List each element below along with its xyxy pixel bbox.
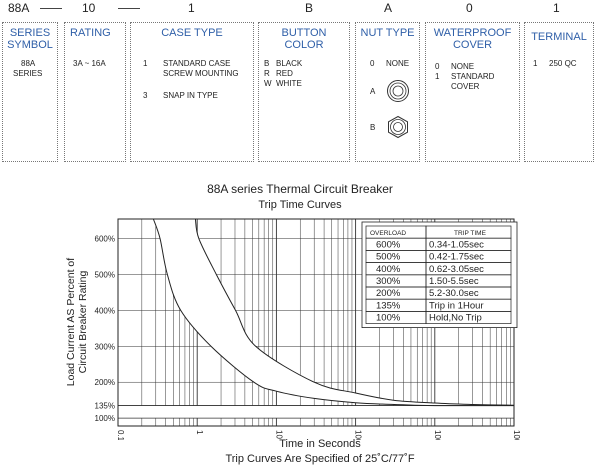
button-color-box: BUTTON COLOR B BLACK R RED W WHITE xyxy=(258,22,350,162)
table-overload-value: 200% xyxy=(376,288,401,299)
waterproof-label: NONE xyxy=(451,62,475,71)
x-tick-label: 0.1 xyxy=(116,430,125,440)
waterproof-label: STANDARD COVER xyxy=(451,72,495,91)
case-code: 1 xyxy=(143,59,148,68)
chart-title: 88A series Thermal Circuit Breaker xyxy=(207,182,393,196)
rating-value: 3A ~ 16A xyxy=(73,59,106,68)
code-rating: 10 xyxy=(82,1,96,15)
code-button: B xyxy=(305,1,314,15)
separator-dash xyxy=(118,8,140,9)
y-axis-label: Circuit Breaker Rating xyxy=(77,270,89,373)
curve-max xyxy=(194,218,515,406)
table-overload-value: 500% xyxy=(376,252,401,263)
table-cell xyxy=(425,311,512,324)
button-code: R xyxy=(264,69,270,78)
table-header: TRIP TIME xyxy=(454,230,487,237)
temperature-note: Trip Curves Are Specified of 25˚C/77˚F xyxy=(225,453,415,465)
x-tick-label: 1 xyxy=(195,430,204,435)
terminal-title: TERMINAL xyxy=(531,31,587,43)
button-label: WHITE xyxy=(276,79,302,88)
waterproof-cover-box: WATERPROOF COVER 0 NONE 1 STANDARD COVER xyxy=(425,22,520,162)
code-terminal: 1 xyxy=(553,1,560,15)
table-overload-value: 400% xyxy=(376,264,401,275)
button-code: B xyxy=(264,59,270,68)
code-series: 88A xyxy=(8,1,30,15)
code-waterproof: 0 xyxy=(466,1,473,15)
table-overload-value: 135% xyxy=(376,300,401,311)
y-tick-label: 600% xyxy=(95,235,115,244)
hex-nut-icon xyxy=(388,115,408,139)
trip-time-band xyxy=(153,219,514,406)
rating-title: RATING xyxy=(70,27,111,39)
nut-code: B xyxy=(370,123,376,132)
x-tick-label: 100 xyxy=(354,430,363,440)
terminal-label: 250 QC xyxy=(549,59,577,68)
table-trip-time-value: 5.2-30.0sec xyxy=(429,288,479,299)
rating-box: RATING 3A ~ 16A xyxy=(64,22,126,162)
terminal-code: 1 xyxy=(533,59,538,68)
table-overload-value: 100% xyxy=(376,313,401,324)
nut-type-title: NUT TYPE xyxy=(360,27,415,39)
nut-label: NONE xyxy=(386,59,410,68)
case-box: CASE TYPE 1 STANDARD CASE SCREW MOUNTING… xyxy=(130,22,254,162)
waterproof-code: 0 xyxy=(435,62,440,71)
y-tick-label: 500% xyxy=(95,271,115,280)
table-trip-time-value: 0.42-1.75sec xyxy=(429,252,484,263)
nut-code: 0 xyxy=(370,59,375,68)
button-code: W xyxy=(264,79,272,88)
code-case: 1 xyxy=(188,1,195,15)
y-tick-label: 100% xyxy=(95,414,115,423)
x-tick-label: 10 xyxy=(274,430,283,439)
separator-dash xyxy=(40,8,62,9)
button-color-title: BUTTON COLOR xyxy=(281,27,327,51)
series-box: SERIES SYMBOL 88A SERIES xyxy=(2,22,58,162)
y-tick-label: 300% xyxy=(95,342,115,351)
waterproof-code: 1 xyxy=(435,72,440,81)
table-trip-time-value: Hold,No Trip xyxy=(429,313,482,324)
x-tick-label: 1000 xyxy=(433,430,442,440)
y-tick-label: 400% xyxy=(95,306,115,315)
series-line: SERIES xyxy=(13,69,43,78)
series-title: SERIES SYMBOL xyxy=(7,27,53,51)
nut-type-box: NUT TYPE 0 NONE A B xyxy=(355,22,420,162)
series-line: 88A xyxy=(21,59,36,68)
y-axis-label: Load Current AS Percent of xyxy=(65,258,77,386)
hold-band xyxy=(118,405,514,419)
table-trip-time-value: Trip in 1Hour xyxy=(429,300,484,311)
case-label: SNAP IN TYPE xyxy=(163,91,218,100)
y-tick-label: 135% xyxy=(95,402,115,411)
table-overload-value: 300% xyxy=(376,276,401,287)
x-tick-label: 10000 xyxy=(512,430,521,440)
terminal-box: TERMINAL 1 250 QC xyxy=(524,22,594,162)
table-trip-time-value: 0.62-3.05sec xyxy=(429,264,484,275)
table-overload-value: 600% xyxy=(376,239,401,250)
table-trip-time-value: 0.34-1.05sec xyxy=(429,239,484,250)
case-code: 3 xyxy=(143,91,148,100)
round-nut-icon xyxy=(387,80,409,102)
case-title: CASE TYPE xyxy=(161,27,223,39)
y-tick-label: 200% xyxy=(95,378,115,387)
nut-code: A xyxy=(370,87,376,96)
button-label: BLACK xyxy=(276,59,303,68)
table-trip-time-value: 1.50-5.5sec xyxy=(429,276,479,287)
code-nut: A xyxy=(384,1,393,15)
x-axis-label: Time in Seconds xyxy=(279,438,361,450)
waterproof-cover-title: WATERPROOF COVER xyxy=(433,27,512,51)
button-label: RED xyxy=(276,69,293,78)
table-header: OVERLOAD xyxy=(370,230,406,237)
chart-subtitle: Trip Time Curves xyxy=(258,199,342,211)
case-label: STANDARD CASE SCREW MOUNTING xyxy=(163,59,239,78)
curve-min xyxy=(152,218,515,407)
